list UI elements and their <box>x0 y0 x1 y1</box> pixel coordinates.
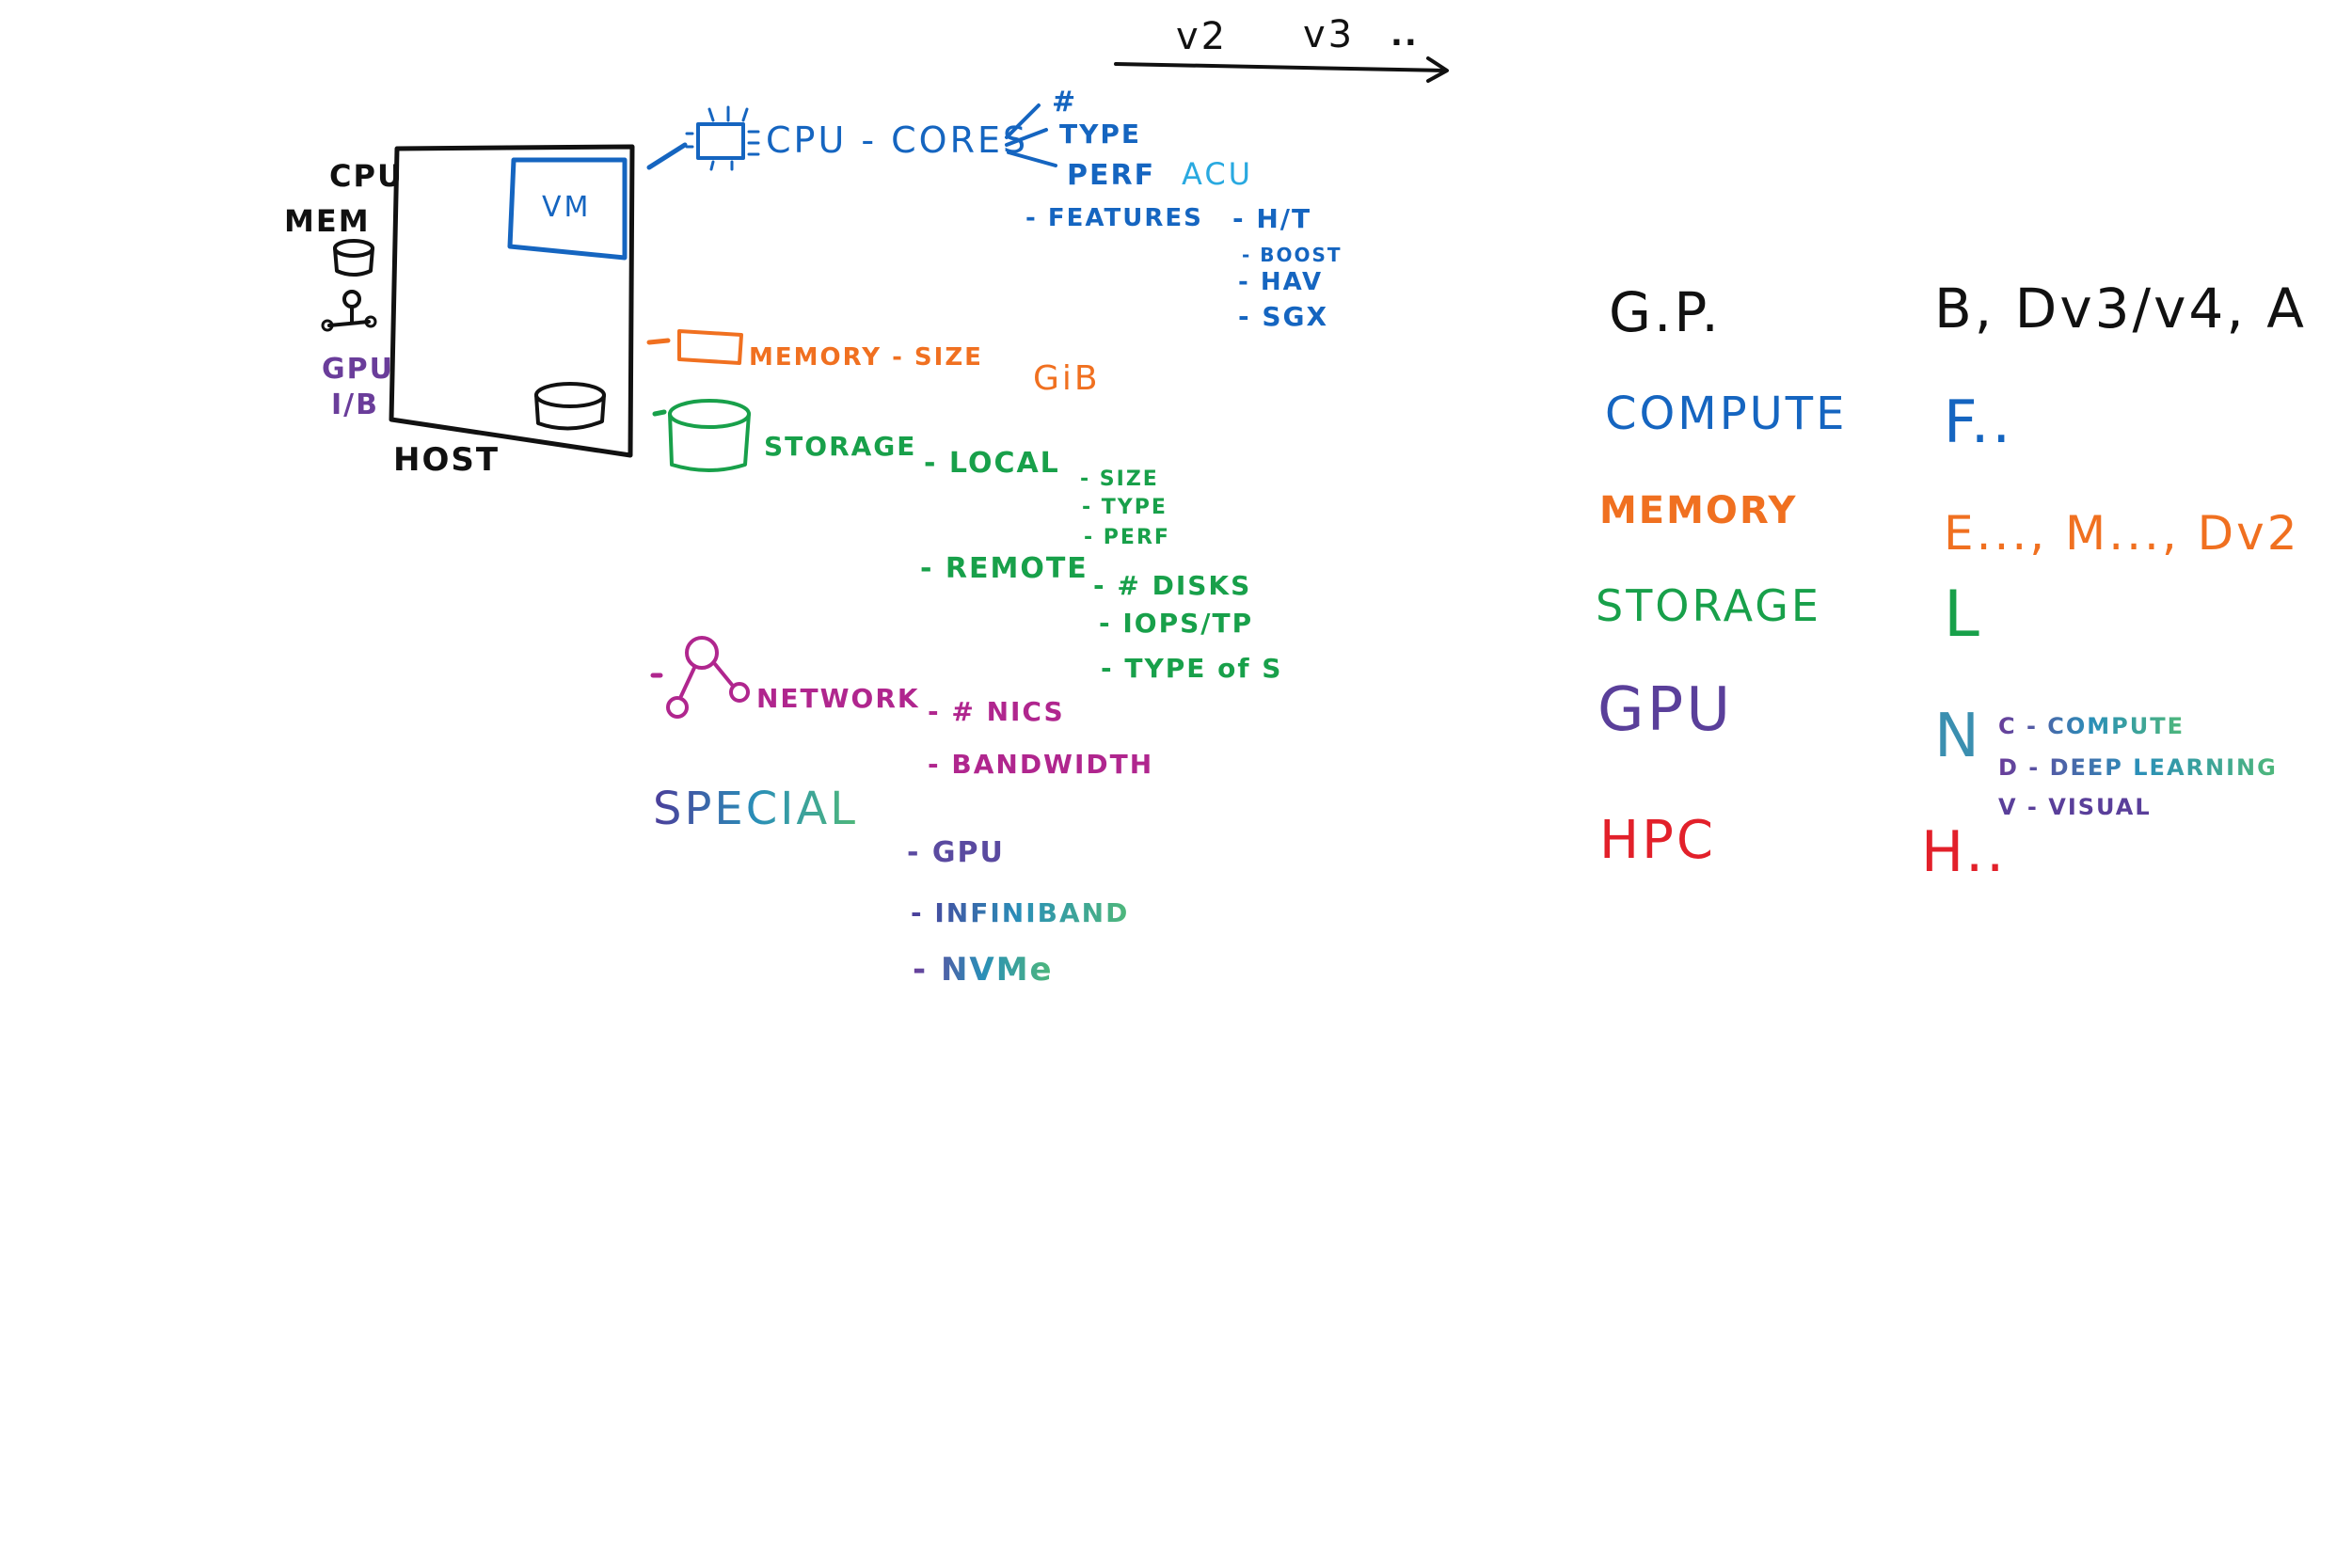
vm-box <box>507 157 628 261</box>
cpu-feature-boost: - BOOST <box>1242 244 1343 266</box>
memory-branch: MEMORY - SIZE GiB <box>646 329 1101 398</box>
vm-families: G.P. B, Dv3/v4, A COMPUTE F.. MEMORY E..… <box>1596 277 2307 885</box>
version-timeline: v2 v3 .. <box>1114 13 1449 83</box>
special-infiniband: - INFINIBAND <box>911 897 1129 928</box>
timeline-v3: v3 <box>1303 13 1355 56</box>
storage-disk-icon <box>668 399 751 472</box>
side-label-mem: MEM <box>284 203 371 239</box>
network-node-icon <box>666 636 750 719</box>
host-box <box>389 144 635 458</box>
storage-local-size: - SIZE <box>1080 467 1159 491</box>
family-compute-series: F.. <box>1944 388 2013 456</box>
storage-remote-type: - TYPE of S <box>1101 653 1282 684</box>
storage-remote-disks: - # DISKS <box>1093 570 1251 601</box>
cpu-item-type: TYPE <box>1059 119 1141 150</box>
storage-remote: - REMOTE <box>920 552 1089 585</box>
family-gp-series: B, Dv3/v4, A <box>1934 277 2307 341</box>
memory-unit: GiB <box>1033 359 1101 398</box>
timeline-v2: v2 <box>1176 15 1228 58</box>
timeline-arrow-line <box>1114 62 1447 72</box>
family-storage-label: STORAGE <box>1596 580 1821 631</box>
family-gpu-series: N <box>1934 702 1982 771</box>
special-gpu: - GPU <box>907 836 1005 869</box>
network-bandwidth: - BANDWIDTH <box>928 749 1153 780</box>
host-disk-icon <box>534 382 606 431</box>
family-compute-label: COMPUTE <box>1605 388 1847 440</box>
cpu-item-acu: ACU <box>1182 156 1253 192</box>
memory-title: MEMORY - SIZE <box>749 343 983 372</box>
vm-label: VM <box>542 191 591 224</box>
cpu-feature-hav: - HAV <box>1238 268 1323 296</box>
cpu-feature-sgx: - SGX <box>1238 301 1328 332</box>
network-title: NETWORK <box>756 683 920 714</box>
family-memory-label: MEMORY <box>1599 489 1798 532</box>
family-hpc-label: HPC <box>1599 810 1716 871</box>
side-label-ib: I/B <box>331 388 379 421</box>
network-nics: - # NICS <box>928 696 1065 727</box>
side-network-icon <box>321 290 377 332</box>
storage-branch: STORAGE - LOCAL - SIZE - TYPE - PERF - R… <box>652 399 1282 684</box>
special-nvme: - NVMe <box>913 951 1054 989</box>
cpu-title: CPU - CORES <box>766 119 1028 161</box>
cpu-item-count: # <box>1052 86 1077 119</box>
family-storage-series: L <box>1944 578 1982 652</box>
family-gpu-sub-c: C - COMPUTE <box>1998 713 2185 739</box>
storage-remote-iops: - IOPS/TP <box>1099 608 1253 639</box>
memory-stick-icon <box>677 329 743 365</box>
family-hpc-series: H.. <box>1921 819 2007 885</box>
side-label-cpu: CPU <box>329 158 404 194</box>
family-gpu-label: GPU <box>1597 675 1733 745</box>
family-gpu-sub-v: V - VISUAL <box>1998 794 2152 820</box>
family-gp-label: G.P. <box>1609 280 1722 344</box>
network-branch: NETWORK - # NICS - BANDWIDTH <box>650 636 1153 780</box>
family-memory-series: E..., M..., Dv2 <box>1944 506 2300 561</box>
family-gpu-sub-d: D - DEEP LEARNING <box>1998 754 2278 781</box>
host-diagram: VM HOST CPU MEM GPU I/B <box>284 144 635 479</box>
cpu-branch: CPU - CORES # TYPE PERF ACU - FEATURES -… <box>646 86 1343 332</box>
cpu-chip-icon <box>685 105 760 171</box>
special-branch: SPECIAL - GPU - INFINIBAND - NVMe <box>653 783 1129 989</box>
cpu-feature-ht: - H/T <box>1232 203 1311 234</box>
cpu-item-features: - FEATURES <box>1025 204 1203 232</box>
host-label: HOST <box>393 441 500 479</box>
storage-local: - LOCAL <box>924 447 1060 480</box>
timeline-arrow-head <box>1426 56 1449 83</box>
special-title: SPECIAL <box>653 783 858 835</box>
storage-local-perf: - PERF <box>1084 526 1170 549</box>
side-label-gpu: GPU <box>322 353 394 386</box>
timeline-ellipsis: .. <box>1391 16 1419 54</box>
storage-local-type: - TYPE <box>1082 496 1168 519</box>
side-disk-icon <box>333 239 374 277</box>
cpu-item-perf: PERF <box>1067 159 1155 192</box>
storage-title: STORAGE <box>764 431 916 462</box>
